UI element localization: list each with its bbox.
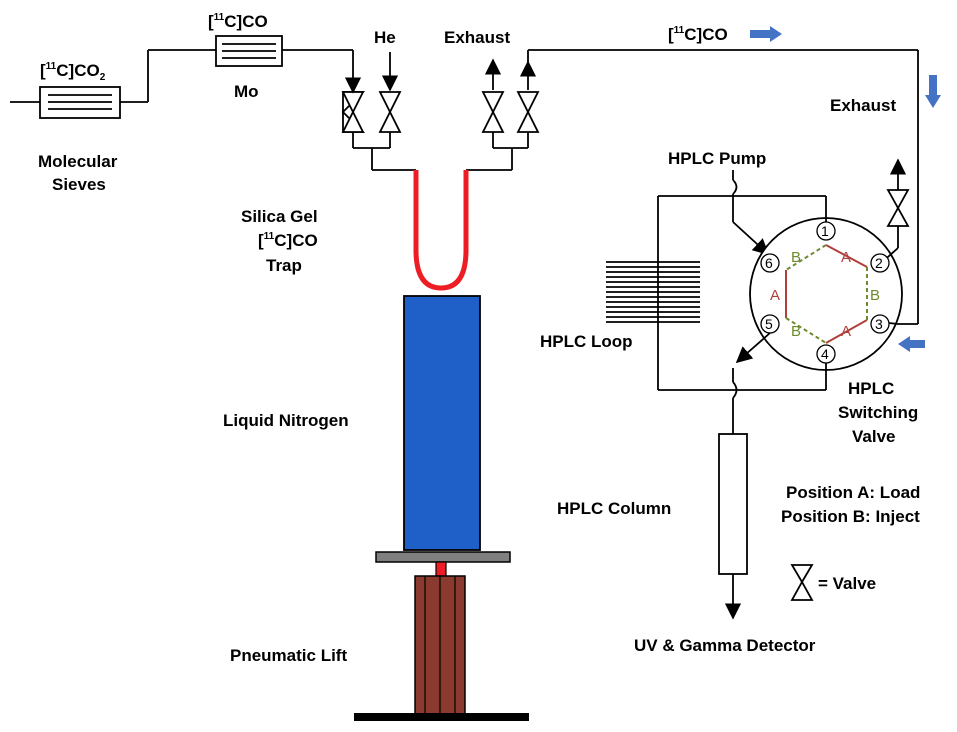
lift-base bbox=[354, 713, 529, 721]
svg-text:6: 6 bbox=[765, 255, 773, 271]
hplc-loop-lines bbox=[657, 195, 827, 391]
position-a-legend: Position A: Load bbox=[786, 483, 920, 502]
valve-icon[interactable] bbox=[886, 189, 910, 227]
position-b-letter: B bbox=[870, 287, 880, 304]
switching-valve-label-1: HPLC bbox=[848, 379, 894, 398]
position-a-letter: A bbox=[841, 249, 851, 266]
co2-label: [11C]CO2 bbox=[40, 61, 106, 83]
valve-legend-label: = Valve bbox=[818, 574, 876, 593]
trap-inlet-manifold bbox=[352, 132, 416, 171]
hplc-loop-coil bbox=[606, 261, 700, 323]
molecular-sieves-label-1: Molecular bbox=[38, 152, 118, 171]
gas-inlet-line bbox=[10, 49, 354, 103]
molybdenum-converter-component bbox=[215, 35, 283, 67]
flow-direction-arrow-down bbox=[925, 75, 941, 108]
valve-legend-icon bbox=[790, 564, 814, 601]
mo-label: Mo bbox=[234, 82, 259, 101]
trap-label-1: Silica Gel bbox=[241, 207, 318, 226]
column-feed-line bbox=[732, 332, 771, 434]
flow-direction-arrow-right bbox=[750, 26, 782, 42]
position-b-letter: B bbox=[791, 323, 801, 340]
valve-icon[interactable] bbox=[378, 91, 402, 133]
position-a-letter: A bbox=[770, 287, 780, 304]
valve-port-3: 3 bbox=[870, 314, 890, 334]
position-a-letter: A bbox=[841, 323, 851, 340]
hplc-loop-label: HPLC Loop bbox=[540, 332, 633, 351]
liquid-nitrogen-label: Liquid Nitrogen bbox=[223, 411, 349, 430]
liquid-nitrogen-dewar bbox=[403, 295, 481, 551]
hplc-pump-label: HPLC Pump bbox=[668, 149, 766, 168]
he-label: He bbox=[374, 28, 396, 47]
molecular-sieves-label-2: Sieves bbox=[52, 175, 106, 194]
exhaust-top-label: Exhaust bbox=[444, 28, 510, 47]
svg-text:4: 4 bbox=[821, 346, 829, 362]
pneumatic-lift-label: Pneumatic Lift bbox=[230, 646, 347, 665]
switching-valve-label-2: Switching bbox=[838, 403, 918, 422]
trap-label-3: Trap bbox=[266, 256, 302, 275]
svg-text:3: 3 bbox=[875, 316, 883, 332]
position-b-legend: Position B: Inject bbox=[781, 507, 920, 526]
exhaust-right-label: Exhaust bbox=[830, 96, 896, 115]
svg-text:5: 5 bbox=[765, 316, 773, 332]
pneumatic-lift bbox=[414, 575, 466, 715]
detector-label: UV & Gamma Detector bbox=[634, 636, 816, 655]
valve-port-6: 6 bbox=[760, 253, 780, 273]
product-transfer-line bbox=[527, 49, 919, 325]
valve-icon[interactable] bbox=[341, 91, 366, 133]
switching-valve-label-3: Valve bbox=[852, 427, 896, 446]
trap-label-2: [11C]CO bbox=[258, 231, 318, 250]
lift-platform bbox=[375, 551, 511, 563]
valve-icon[interactable] bbox=[481, 91, 505, 133]
svg-text:1: 1 bbox=[821, 223, 829, 239]
valve-icon[interactable] bbox=[516, 91, 540, 133]
trap-outlet-manifold bbox=[466, 132, 529, 171]
molecular-sieves-component bbox=[39, 86, 121, 119]
valve-port-1: 1 bbox=[816, 221, 836, 241]
valve-port-4: 4 bbox=[816, 344, 836, 364]
svg-text:2: 2 bbox=[875, 255, 883, 271]
co-out-label: [11C]CO bbox=[668, 25, 728, 44]
lift-piston bbox=[435, 561, 447, 577]
flow-direction-arrow-left bbox=[898, 336, 925, 352]
valve-port-2: 2 bbox=[870, 253, 890, 273]
hplc-pump-line bbox=[732, 170, 770, 256]
hplc-column-label: HPLC Column bbox=[557, 499, 671, 518]
hplc-column bbox=[718, 433, 748, 575]
co-label: [11C]CO bbox=[208, 12, 268, 31]
position-b-letter: B bbox=[791, 249, 801, 266]
silica-gel-trap bbox=[413, 170, 469, 291]
valve-port-5: 5 bbox=[760, 314, 780, 334]
